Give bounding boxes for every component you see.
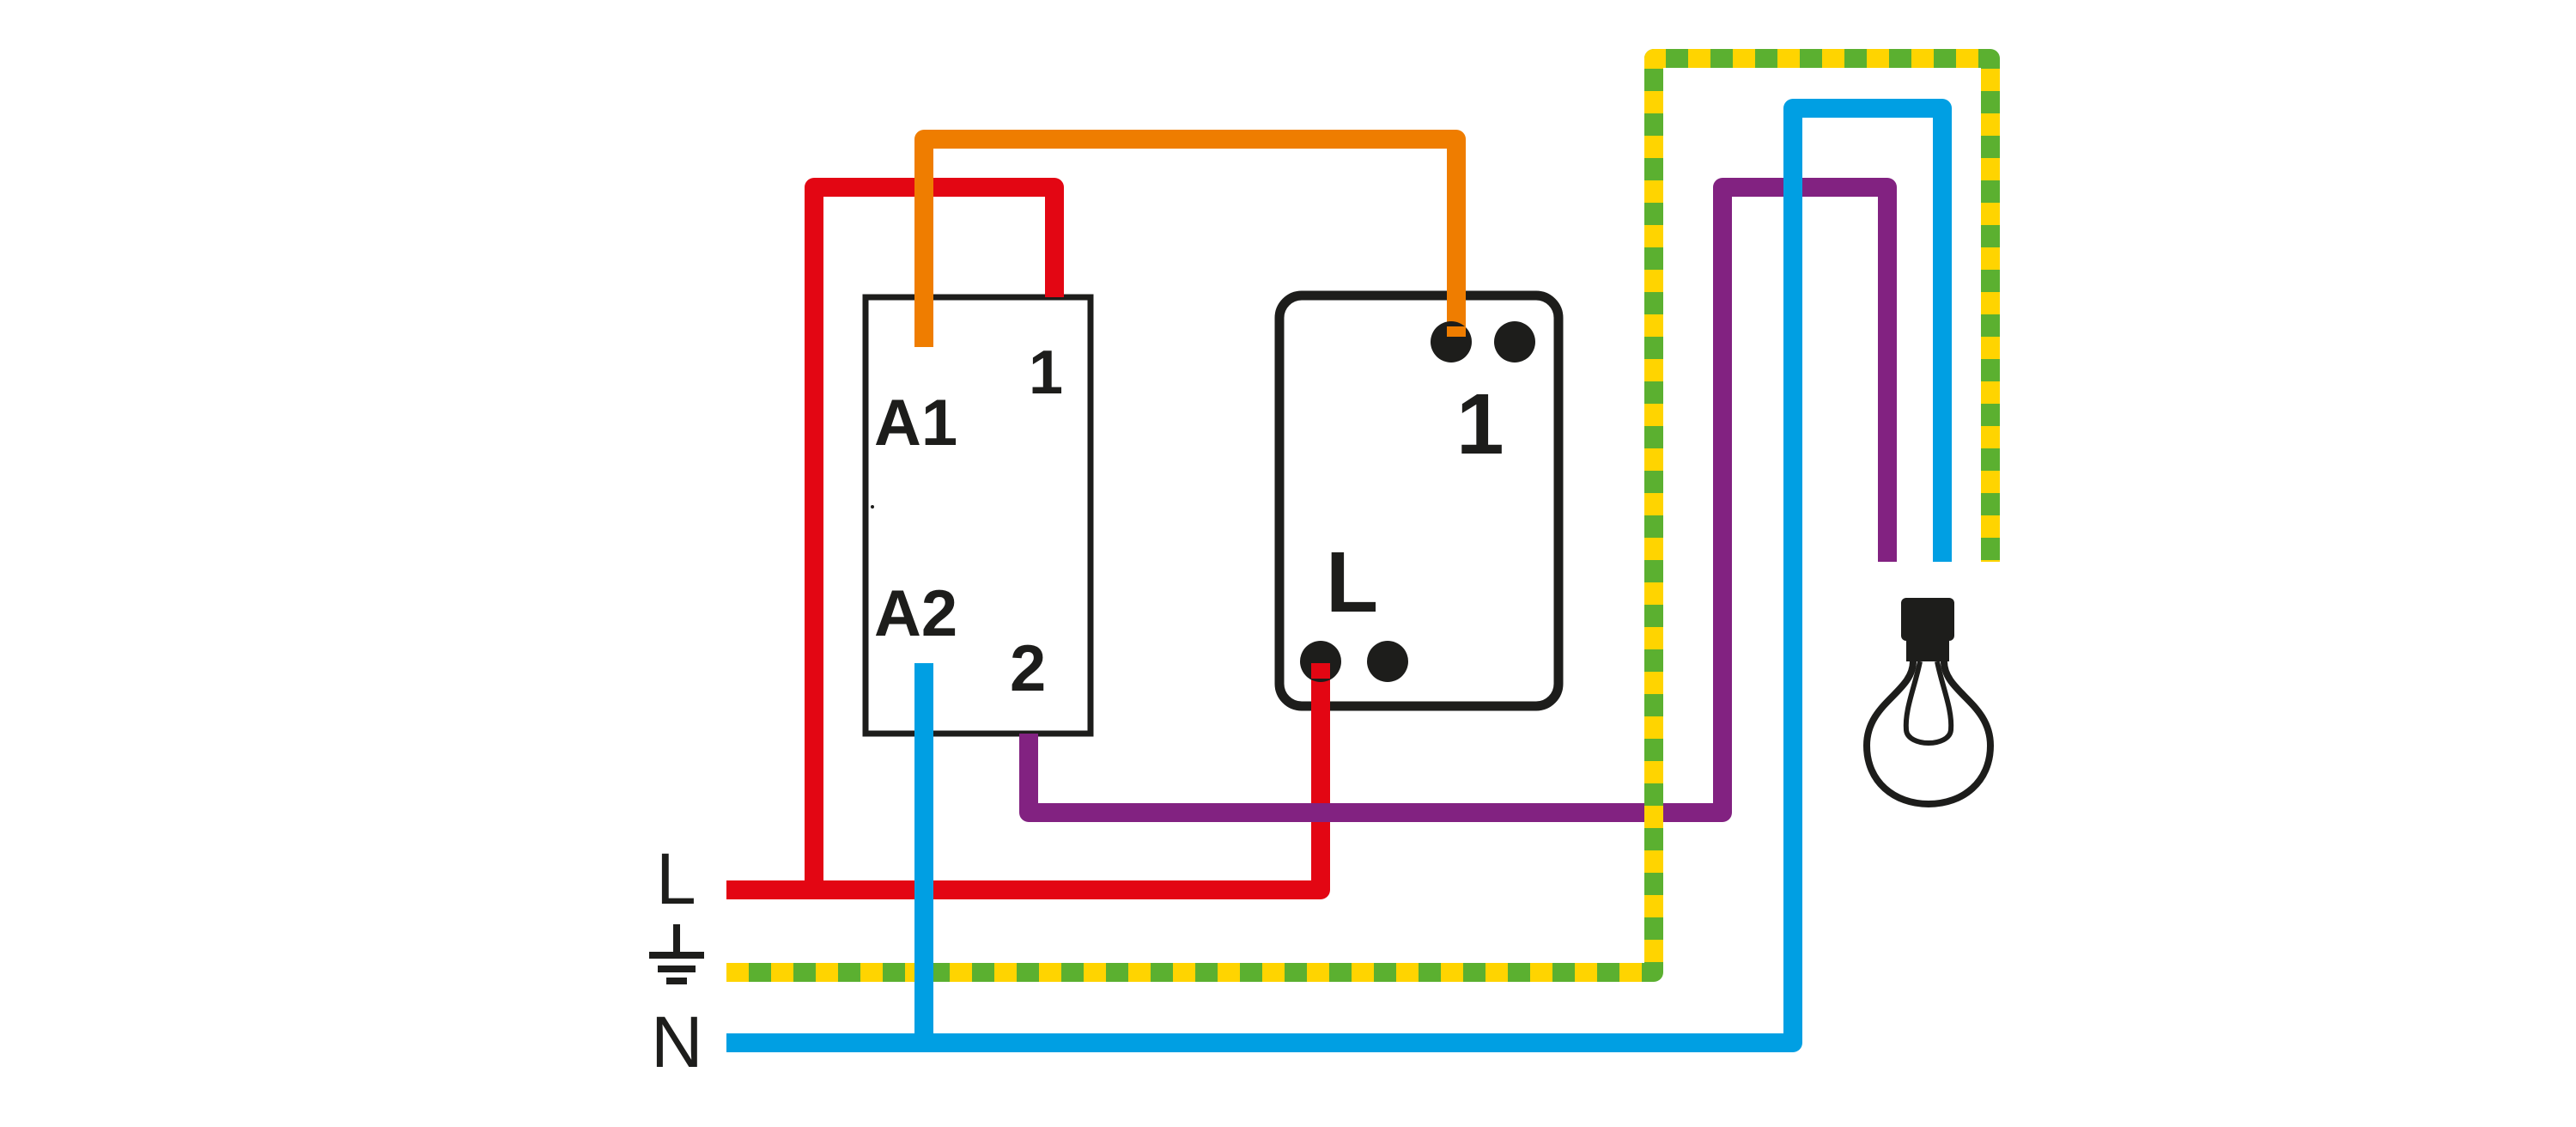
light-bulb-icon bbox=[1862, 598, 1995, 808]
relay-terminal-2-label: 2 bbox=[1010, 632, 1046, 705]
neutral-wire bbox=[726, 99, 1952, 1052]
neutral-supply-label: N bbox=[651, 1002, 703, 1082]
switched-live-wire bbox=[1019, 178, 1897, 822]
control-wire bbox=[914, 130, 1466, 347]
switch-terminal-l-dot bbox=[1300, 641, 1341, 682]
switch-terminal-1-label: 1 bbox=[1456, 376, 1504, 472]
switch-terminal-l-label: L bbox=[1326, 534, 1378, 631]
relay-dot bbox=[871, 505, 874, 509]
relay-terminal-a1-label: A1 bbox=[874, 387, 957, 460]
relay-terminal-1-label: 1 bbox=[1029, 338, 1063, 407]
relay-terminal-a2-label: A2 bbox=[874, 577, 957, 650]
switch-terminal-l2-dot bbox=[1367, 641, 1408, 682]
switch-box bbox=[1274, 290, 1564, 711]
phase-supply-label: L bbox=[656, 838, 696, 919]
earth-ground-icon bbox=[649, 924, 704, 984]
switch-terminal-1b-dot bbox=[1494, 321, 1535, 362]
earth-wire bbox=[726, 49, 2000, 982]
relay-box bbox=[862, 294, 1094, 737]
